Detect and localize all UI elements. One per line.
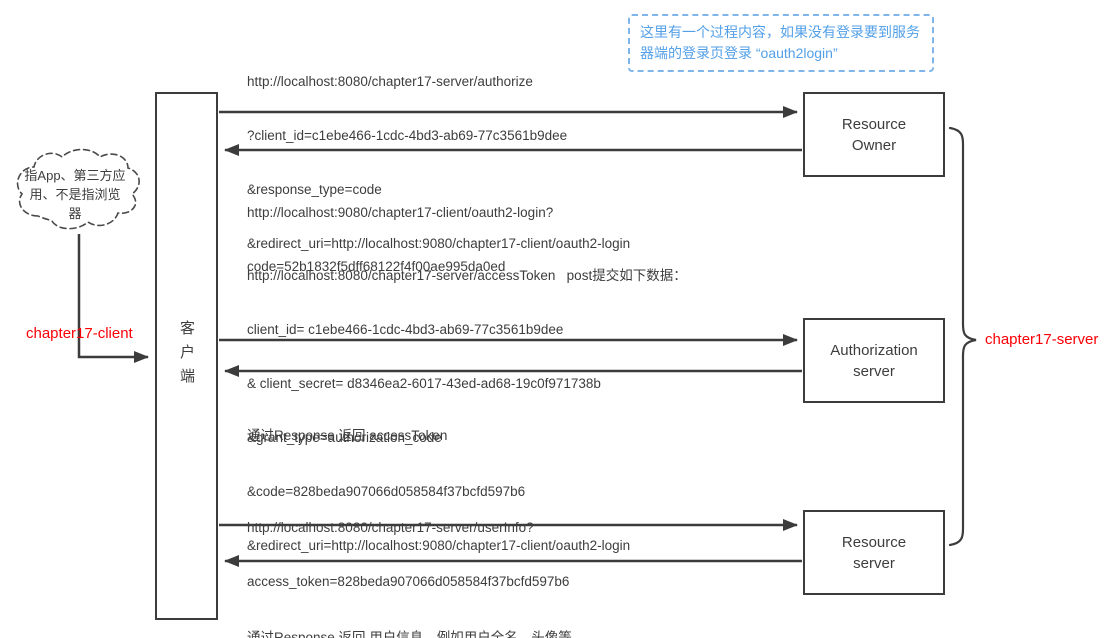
message-line: client_id= c1ebe466-1cdc-4bd3-ab69-77c35… [247,322,564,337]
message-line: 通过Response 返回 用户信息，例如用户全名、头像等 [247,630,572,638]
message-line: http://localhost:8080/chapter17-server/a… [247,268,687,283]
message-user-info-response: 通过Response 返回 用户信息，例如用户全名、头像等 [247,593,572,638]
message-line: ?client_id=c1ebe466-1cdc-4bd3-ab69-77c35… [247,128,568,143]
resource-owner-label-line1: Resource [841,115,907,133]
message-authorize-callback: http://localhost:9080/chapter17-client/o… [247,168,553,312]
client-label: 客户端 [178,320,195,392]
client-box: 客户端 [155,92,218,620]
resource-owner-label-line2: Owner [851,136,897,154]
message-line: http://localhost:8080/chapter17-server/a… [247,74,533,89]
resource-owner-box: Resource Owner [803,92,945,177]
authorization-server-box: Authorization server [803,318,945,403]
message-line: http://localhost:9080/chapter17-client/o… [247,205,554,220]
message-line: &redirect_uri=http://localhost:9080/chap… [247,538,631,553]
message-access-token-response: 通过Response 返回 accessToken [247,391,447,481]
client-annotation: chapter17-client [26,325,133,342]
process-note: 这里有一个过程内容，如果没有登录要到服务器端的登录页登录 “oauth2logi… [628,14,934,72]
resource-server-label-line2: server [853,554,895,572]
server-group-brace [948,126,977,547]
message-line: &grant_type=authorization_code [247,430,442,445]
message-line: 通过Response 返回 accessToken [247,428,448,443]
authorization-server-label-line1: Authorization [830,341,918,359]
message-line: code=52b1832f5dff68122f4f00ae995da0ed [247,259,506,274]
message-line: http://localhost:8080/chapter17-server/u… [247,520,534,535]
authorization-server-label-line2: server [853,362,895,380]
message-line: &redirect_uri=http://localhost:9080/chap… [247,236,631,251]
cloud-note: 指App、第三方应用、不是指浏览器 [24,168,126,221]
message-line: &response_type=code [247,182,382,197]
message-user-info-request: http://localhost:8080/chapter17-server/u… [247,483,569,627]
message-access-token-request: http://localhost:8080/chapter17-server/a… [247,231,687,591]
message-authorize-request: http://localhost:8080/chapter17-server/a… [247,37,630,289]
server-annotation: chapter17-server [985,331,1099,348]
resource-server-label-line1: Resource [841,533,907,551]
message-line: &code=828beda907066d058584f37bcfd597b6 [247,484,526,499]
message-line: & client_secret= d8346ea2-6017-43ed-ad68… [247,376,601,391]
resource-server-box: Resource server [803,510,945,595]
message-line: access_token=828beda907066d058584f37bcfd… [247,574,570,589]
